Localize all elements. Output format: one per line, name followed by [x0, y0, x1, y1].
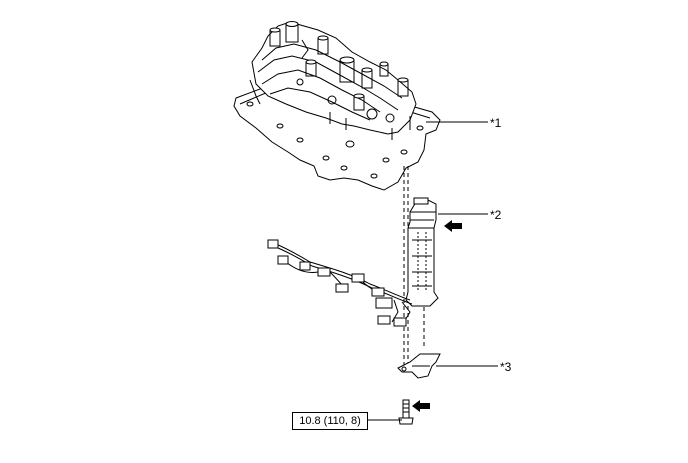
callout-part-1: *1 — [490, 116, 502, 130]
arrow-left-icon — [444, 220, 462, 232]
bolt-icon — [398, 399, 414, 425]
lock-plate — [397, 353, 441, 379]
torque-spec-box: 10.8 (110, 8) — [292, 412, 368, 430]
arrow-left-icon — [412, 400, 430, 412]
callout-part-3: *3 — [500, 360, 512, 374]
wire-harness — [267, 239, 413, 327]
valve-body — [233, 21, 441, 191]
callout-part-2: *2 — [490, 208, 502, 222]
solenoid-assembly — [405, 197, 439, 307]
leader-lines — [367, 121, 498, 421]
alignment-lines — [403, 166, 425, 372]
